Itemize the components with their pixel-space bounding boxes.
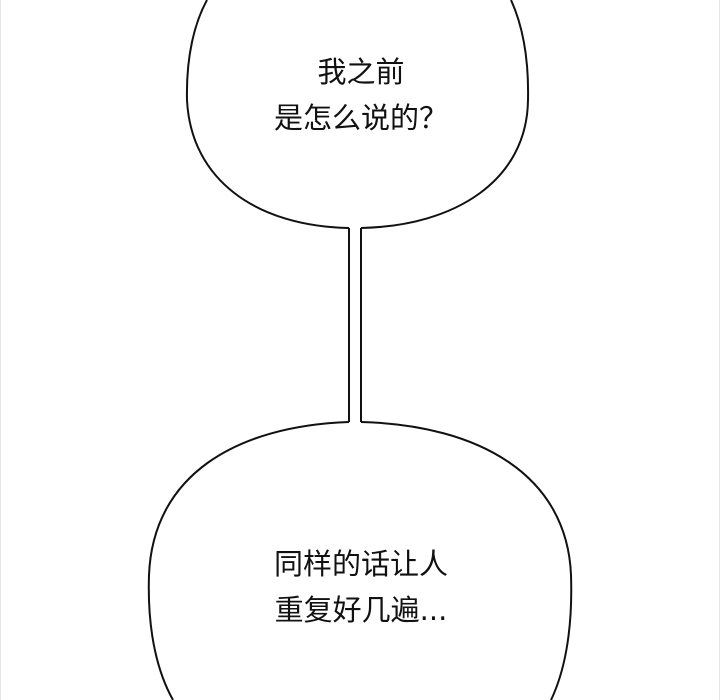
bottom-bubble-line-2: 重复好几遍... (274, 593, 448, 627)
top-bubble-left-outline (185, 0, 350, 229)
top-bubble-right-outline (360, 0, 530, 229)
bottom-bubble-right-outline (360, 421, 573, 700)
bottom-bubble-left-outline (147, 421, 350, 700)
top-bubble-line-2: 是怎么说的？ (273, 101, 448, 135)
bottom-bubble-line-1: 同样的话让人 (273, 547, 448, 581)
top-bubble-line-1: 我之前 (317, 55, 405, 89)
